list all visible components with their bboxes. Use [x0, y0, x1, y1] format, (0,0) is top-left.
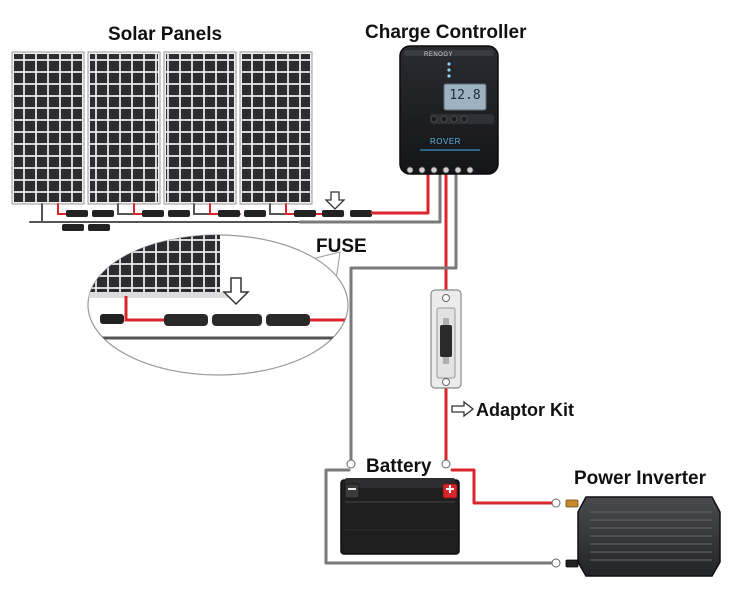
- controller-terminals: [406, 166, 474, 174]
- solar-panel: [163, 51, 237, 205]
- callout-fuse-arrow-icon: [222, 277, 250, 306]
- controller-lcd-screen: [443, 83, 487, 111]
- adaptor-kit-arrow-icon: [451, 400, 475, 418]
- charge-controller-label: Charge Controller: [365, 22, 527, 43]
- controller-brand-text: RENOGY: [424, 52, 454, 58]
- controller-model-text: ROVER: [430, 137, 461, 146]
- charge-controller: [399, 45, 499, 175]
- solar-panel: [87, 51, 161, 205]
- battery-label: Battery: [366, 456, 432, 477]
- inline-fuse-arrow-icon: [324, 191, 346, 210]
- battery-terminal-lugs: [346, 459, 451, 469]
- adaptor-kit-label: Adaptor Kit: [476, 400, 574, 420]
- power-inverter-label: Power Inverter: [574, 468, 706, 489]
- battery: [340, 478, 460, 555]
- solar-panel-array: [11, 51, 313, 205]
- fuse-holder: [430, 289, 462, 389]
- fuse-label: FUSE: [316, 236, 367, 257]
- solar-panel: [11, 51, 85, 205]
- battery-negative-terminal: [344, 483, 360, 499]
- inverter-positive-terminal: [565, 499, 579, 508]
- solar-panels-label: Solar Panels: [108, 24, 223, 45]
- solar-panel: [239, 51, 313, 205]
- main-wiring: [298, 172, 558, 565]
- inverter-negative-terminal: [565, 559, 579, 568]
- mc4-connectors: [62, 210, 372, 231]
- controller-display-value: 12.8: [449, 88, 481, 103]
- power-inverter: [551, 496, 721, 577]
